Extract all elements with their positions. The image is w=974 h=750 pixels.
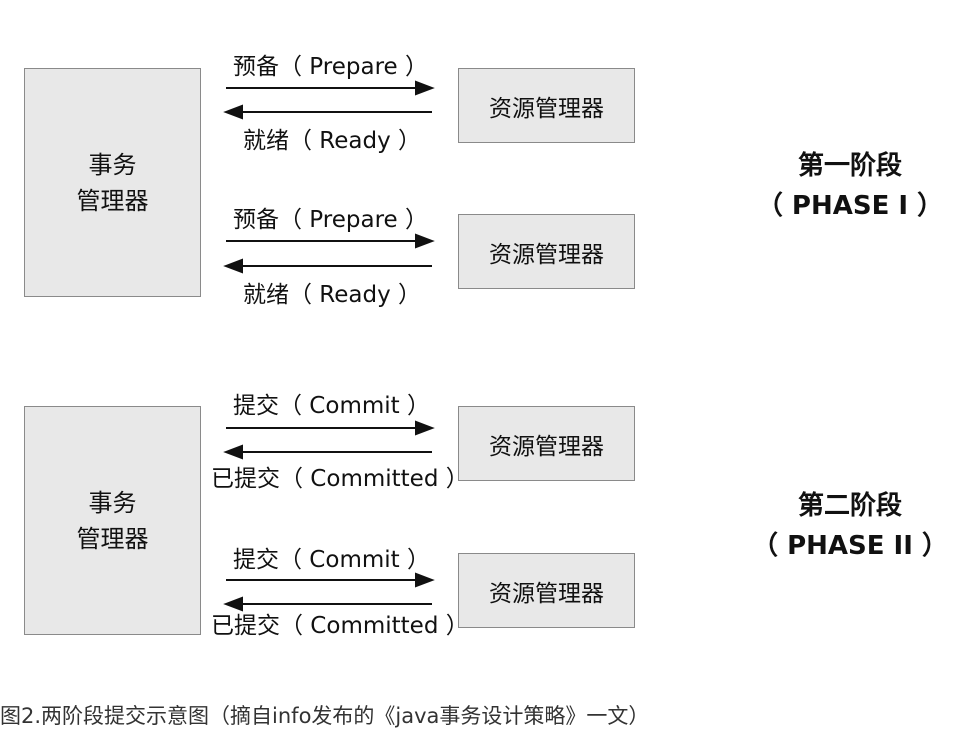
resource-manager-box-1b: 资源管理器	[458, 214, 635, 289]
commit-label-2: 提交（ Commit ）	[233, 547, 430, 573]
ready-label-1: 就绪（ Ready ）	[243, 128, 422, 154]
arrow-head-prepare-1	[415, 80, 435, 96]
phase1-subtitle: （ PHASE I ）	[756, 191, 944, 221]
committed-label-2: 已提交（ Committed ）	[211, 613, 469, 639]
tm-label-line1: 事务	[88, 488, 137, 517]
ready-label-2: 就绪（ Ready ）	[243, 282, 422, 308]
transaction-manager-box-phase2: 事务 管理器	[24, 406, 201, 635]
arrow-head-ready-2	[223, 258, 243, 274]
resource-manager-box-1a: 资源管理器	[458, 68, 635, 143]
tm-label-line2: 管理器	[76, 524, 149, 553]
arrow-head-commit-1	[415, 420, 435, 436]
phase1-heading: 第一阶段 （ PHASE I ）	[740, 146, 960, 226]
arrow-head-ready-1	[223, 104, 243, 120]
arrow-head-committed-1	[223, 444, 243, 460]
phase2-subtitle: （ PHASE II ）	[752, 531, 948, 561]
committed-label-1: 已提交（ Committed ）	[211, 466, 469, 492]
tm-label-line1: 事务	[88, 150, 137, 179]
phase2-title: 第二阶段	[797, 491, 902, 521]
figure-caption: 图2.两阶段提交示意图（摘自info发布的《java事务设计策略》一文）	[0, 704, 650, 728]
resource-manager-box-2a: 资源管理器	[458, 406, 635, 481]
resource-manager-box-2b: 资源管理器	[458, 553, 635, 628]
tm-label-line2: 管理器	[76, 186, 149, 215]
phase1-title: 第一阶段	[797, 151, 902, 181]
prepare-label-2: 预备（ Prepare ）	[233, 207, 428, 233]
arrow-head-prepare-2	[415, 233, 435, 249]
arrow-head-committed-2	[223, 596, 243, 612]
arrow-head-commit-2	[415, 572, 435, 588]
prepare-label-1: 预备（ Prepare ）	[233, 54, 428, 80]
phase2-heading: 第二阶段 （ PHASE II ）	[740, 486, 960, 566]
commit-label-1: 提交（ Commit ）	[233, 393, 430, 419]
transaction-manager-box-phase1: 事务 管理器	[24, 68, 201, 297]
